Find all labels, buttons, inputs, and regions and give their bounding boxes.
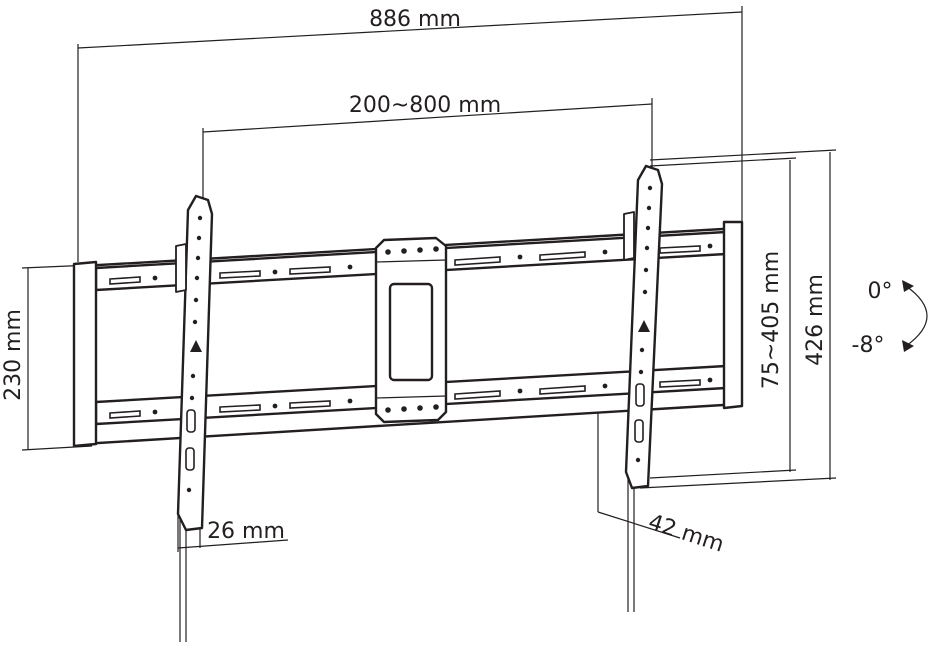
- arm-hole: [186, 487, 192, 493]
- center-hole: [433, 246, 439, 252]
- arm-hole: [643, 267, 649, 273]
- tilt-indicator: 0° -8°: [852, 279, 928, 358]
- center-plate-top-line: [375, 259, 447, 263]
- arm-hole: [644, 245, 650, 251]
- tilt-lower-label: -8°: [852, 333, 885, 358]
- slot: [109, 410, 141, 419]
- arm-hole: [638, 369, 644, 375]
- arm-hole: [189, 395, 195, 401]
- slot: [219, 270, 261, 279]
- slot: [289, 266, 331, 275]
- center-hole: [385, 249, 391, 255]
- dim-26-label: 26 mm: [207, 519, 285, 544]
- dim-26-line: [177, 539, 289, 549]
- hole: [347, 398, 353, 404]
- hole: [517, 388, 523, 394]
- center-hole: [401, 406, 407, 412]
- arm-arrow-icon: [190, 340, 202, 352]
- slot: [539, 251, 586, 261]
- arm-hole: [196, 235, 202, 241]
- dim-426-ext-top: [649, 149, 837, 161]
- dim-vesa-height-label: 75~405 mm: [759, 251, 784, 389]
- left-arm-clip: [175, 243, 187, 293]
- slot: [289, 400, 331, 409]
- dimension-vesa-height: 75~405 mm: [649, 157, 797, 479]
- center-hole: [417, 247, 423, 253]
- arm-hole: [197, 215, 203, 221]
- dim-42-line: [597, 511, 681, 539]
- hole: [272, 269, 278, 275]
- center-hole: [433, 404, 439, 410]
- dim-vesa-width-label: 200~800 mm: [349, 93, 501, 118]
- right-arm-clip: [623, 211, 635, 261]
- center-hole: [417, 405, 423, 411]
- dim-886-label: 886 mm: [369, 7, 461, 32]
- arm-slot: [635, 383, 645, 407]
- dim-vesa-height-ext-top: [649, 157, 797, 167]
- tilt-arc: [905, 285, 928, 347]
- dim-230-ext-bottom: [21, 445, 93, 451]
- slot: [539, 385, 586, 395]
- dimension-26: 26 mm: [177, 510, 289, 552]
- dim-426-ext-bottom: [639, 477, 837, 489]
- hole: [347, 264, 353, 270]
- dimension-886: 886 mm: [77, 6, 743, 262]
- dim-426-label: 426 mm: [803, 274, 828, 366]
- center-plate-window: [388, 282, 434, 382]
- hole: [602, 249, 608, 255]
- arm-hole: [194, 275, 200, 281]
- slot: [659, 245, 701, 254]
- center-hole: [385, 407, 391, 413]
- arm-slot: [185, 447, 195, 471]
- slot: [109, 276, 141, 285]
- arm-hole: [193, 297, 199, 303]
- arm-hole: [190, 373, 196, 379]
- dim-vesa-height-ext-bottom: [649, 469, 797, 479]
- dimension-vesa-width: 200~800 mm: [202, 93, 653, 200]
- tilt-arrow-up-icon: [902, 280, 914, 292]
- tilt-upper-label: 0°: [868, 279, 893, 304]
- hole: [152, 409, 158, 415]
- left-arm: [175, 194, 214, 642]
- center-hole: [401, 248, 407, 254]
- arm-hole: [645, 225, 651, 231]
- slot: [659, 379, 701, 388]
- arm-slot: [634, 419, 644, 443]
- arm-hole: [647, 185, 653, 191]
- tilt-arrow-down-icon: [902, 340, 914, 352]
- end-cap-left: [72, 260, 98, 448]
- slot: [454, 256, 501, 266]
- hole: [152, 275, 158, 281]
- hole: [517, 254, 523, 260]
- center-plate: [374, 236, 448, 424]
- dimension-426: 426 mm: [639, 149, 837, 489]
- hole: [707, 377, 713, 383]
- hole: [707, 243, 713, 249]
- center-plate-bottom-line: [375, 395, 447, 399]
- dim-vesa-width-line: [202, 103, 653, 133]
- hole: [272, 403, 278, 409]
- arm-arrow-icon: [638, 320, 650, 332]
- slot: [454, 390, 501, 400]
- arm-hole: [195, 255, 201, 261]
- end-cap-right: [722, 220, 744, 410]
- top-rail-slots: [109, 243, 713, 285]
- arm-hole: [192, 319, 198, 325]
- dim-886-line: [77, 11, 743, 49]
- bottom-rail-slots: [109, 377, 713, 419]
- right-arm: [623, 164, 664, 612]
- dimension-230: 230 mm: [1, 264, 93, 451]
- dim-230-label: 230 mm: [1, 309, 26, 401]
- arm-hole: [639, 347, 645, 353]
- arm-hole: [635, 457, 641, 463]
- arm-slot: [186, 409, 196, 433]
- arm-hole: [642, 289, 648, 295]
- dim-42-label: 42 mm: [645, 510, 727, 558]
- slot: [219, 404, 261, 413]
- hole: [602, 383, 608, 389]
- arm-hole: [646, 205, 652, 211]
